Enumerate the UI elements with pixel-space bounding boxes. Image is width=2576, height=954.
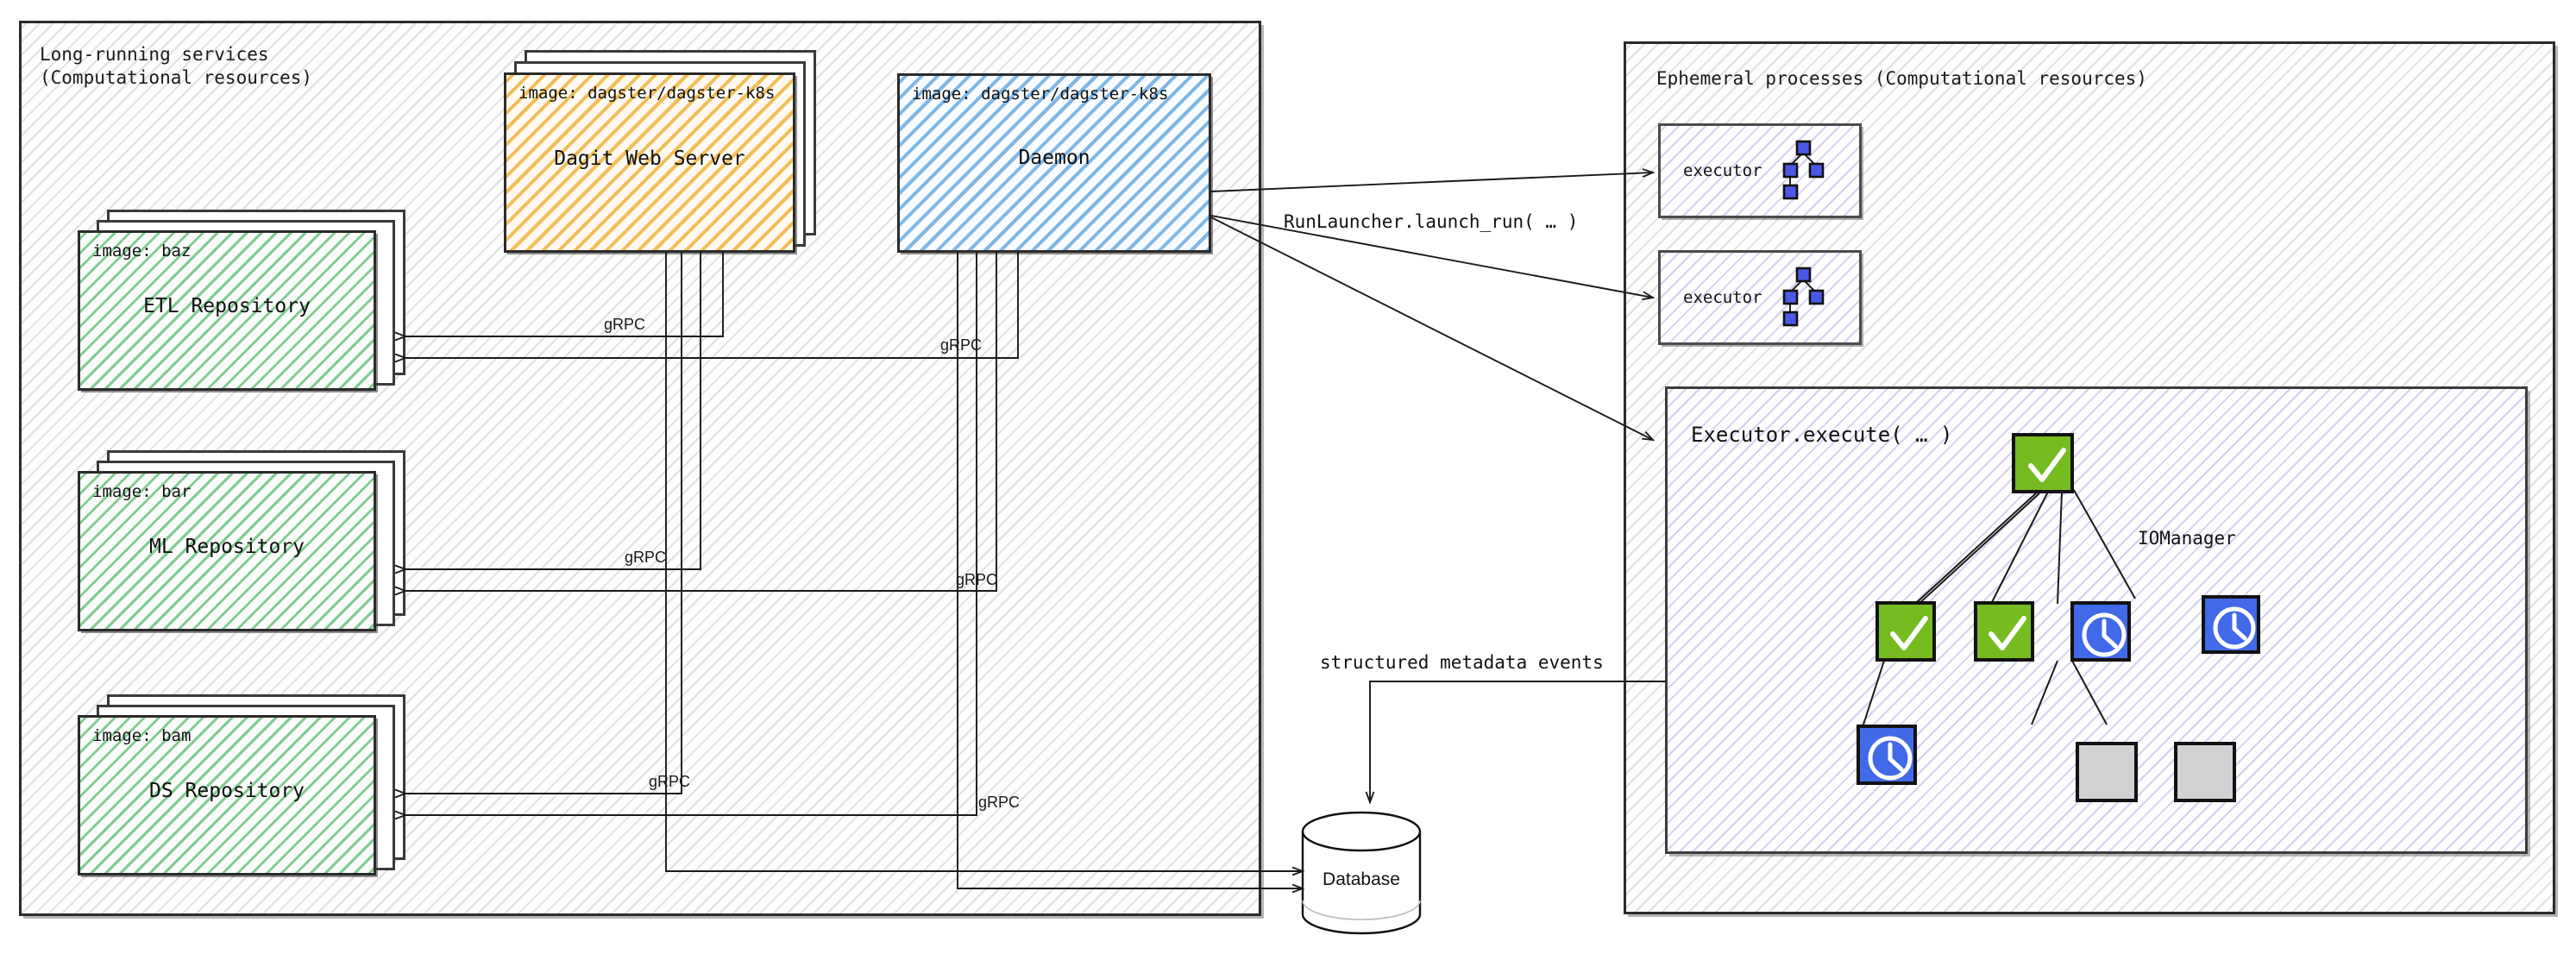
dag-edge-layer: [1863, 489, 2136, 725]
grpc-label-daemon-ds: gRPC: [978, 794, 1021, 811]
dagit-image-label: image: dagster/dagster-k8s: [518, 84, 776, 103]
repository-name-label: ETL Repository: [143, 295, 311, 317]
executor-box-2[interactable]: executor: [1658, 250, 1862, 345]
daemon-name-label: Daemon: [1018, 147, 1090, 169]
executor-label: executor: [1683, 161, 1762, 180]
executor-label: executor: [1683, 288, 1762, 307]
dag-node-3-queued[interactable]: [2070, 601, 2131, 662]
repository-image-label: image: bar: [92, 482, 192, 501]
dag-node-2-success[interactable]: [1974, 601, 2034, 662]
repository-name-label: ML Repository: [148, 536, 305, 558]
dag-node-root-success[interactable]: [2012, 433, 2074, 493]
repository-image-label: image: bam: [92, 726, 192, 745]
clock-icon: [1868, 736, 1913, 781]
executor-box-1[interactable]: executor: [1658, 123, 1862, 218]
run-launcher-label: RunLauncher.launch_run( … ): [1284, 211, 1579, 232]
grpc-label-daemon-etl: gRPC: [940, 336, 983, 354]
dag-node-7-pending[interactable]: [2174, 742, 2236, 802]
service-stack-dagit: image: dagster/dagster-k8s Dagit Web Ser…: [504, 50, 840, 257]
grpc-label-daemon-ml: gRPC: [956, 571, 998, 588]
grpc-label-dagit-etl: gRPC: [604, 316, 646, 333]
daemon-box[interactable]: image: dagster/dagster-k8s Daemon: [897, 73, 1211, 253]
dagit-name-label: Dagit Web Server: [554, 147, 745, 170]
structured-metadata-events-label: structured metadata events: [1320, 652, 1604, 673]
left-panel-title: Long-running services (Computational res…: [40, 44, 313, 88]
repository-box-ml[interactable]: image: bar ML Repository: [78, 471, 376, 631]
check-icon: [1989, 616, 2026, 650]
repository-stack-ml: image: bar ML Repository: [78, 450, 405, 631]
dag-graph-icon: [1776, 137, 1830, 204]
grpc-label-dagit-ml: gRPC: [625, 549, 667, 566]
repository-box-etl[interactable]: image: baz ETL Repository: [78, 230, 376, 391]
dag-graph-icon: [1776, 264, 1830, 331]
clock-icon: [2213, 606, 2256, 650]
check-icon: [2028, 448, 2066, 482]
repository-stack-etl: image: baz ETL Repository: [78, 210, 405, 391]
grpc-label-dagit-ds: gRPC: [649, 773, 691, 790]
repository-name-label: DS Repository: [148, 780, 305, 802]
iomanager-label: IOManager: [2138, 528, 2236, 549]
dag-node-4-queued[interactable]: [2202, 595, 2260, 654]
dag-node-6-pending[interactable]: [2076, 742, 2138, 802]
executor-execute-title: Executor.execute( … ): [1691, 423, 1953, 447]
check-icon: [1890, 616, 1928, 650]
daemon-image-label: image: dagster/dagster-k8s: [912, 85, 1169, 104]
database-label: Database: [1323, 869, 1400, 889]
right-panel-title: Ephemeral processes (Computational resou…: [1656, 68, 2147, 89]
dag-node-5-queued[interactable]: [1857, 725, 1917, 785]
dag-node-1-success[interactable]: [1875, 601, 1936, 662]
dagit-web-server-box[interactable]: image: dagster/dagster-k8s Dagit Web Ser…: [504, 72, 795, 253]
repository-image-label: image: baz: [92, 242, 192, 260]
repository-box-ds[interactable]: image: bam DS Repository: [78, 715, 376, 876]
repository-stack-ds: image: bam DS Repository: [78, 694, 405, 876]
clock-icon: [2082, 612, 2127, 657]
